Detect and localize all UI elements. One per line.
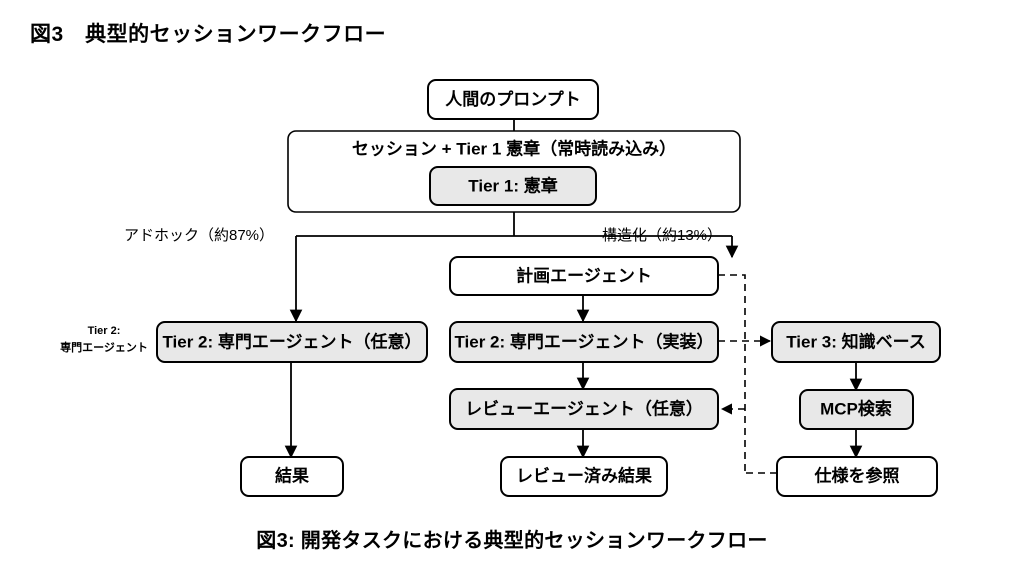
node-tier2-impl-box[interactable] — [449, 321, 719, 363]
node-session-group-label: セッション + Tier 1 憲章（常時読み込み） — [352, 138, 676, 158]
node-tier2-optional[interactable]: Tier 2: 専門エージェント（任意） — [156, 321, 428, 363]
node-reviewed-result[interactable]: レビュー済み結果 — [500, 456, 668, 497]
edge-session-split — [296, 212, 732, 237]
node-mcp-search-label: MCP検索 — [820, 398, 892, 418]
node-planning-agent[interactable]: 計画エージェント — [449, 256, 719, 296]
node-mcp-search-box[interactable] — [799, 389, 914, 430]
node-tier1-charter-box[interactable] — [429, 166, 597, 206]
node-result-box[interactable] — [240, 456, 344, 497]
node-planning-agent-label: 計画エージェント — [516, 265, 652, 285]
node-mcp-search[interactable]: MCP検索 — [799, 389, 914, 430]
node-review-agent-box[interactable] — [449, 388, 719, 430]
edge-label-structured: 構造化（約13%） — [602, 227, 722, 244]
edge-planning-to-spine-dashed — [718, 274, 746, 473]
node-tier3-kb-label: Tier 3: 知識ベース — [786, 331, 926, 351]
figure-caption: 図3: 開発タスクにおける典型的セッションワークフロー — [256, 530, 768, 552]
node-human-prompt[interactable]: 人間のプロンプト — [427, 79, 599, 120]
side-label-tier2-line1: Tier 2: — [88, 325, 121, 337]
node-consult-spec-box[interactable] — [776, 456, 938, 497]
node-tier1-charter[interactable]: Tier 1: 憲章 — [429, 166, 597, 206]
node-tier2-optional-box[interactable] — [156, 321, 428, 363]
node-tier2-impl-label: Tier 2: 専門エージェント（実装） — [454, 331, 713, 351]
node-result[interactable]: 結果 — [240, 456, 344, 497]
page-title: 図3 典型的セッションワークフロー — [30, 23, 387, 46]
node-review-agent-label: レビューエージェント（任意） — [465, 398, 703, 418]
node-human-prompt-label: 人間のプロンプト — [445, 89, 581, 109]
node-reviewed-result-label: レビュー済み結果 — [516, 465, 652, 485]
node-consult-spec-label: 仕様を参照 — [814, 465, 900, 485]
node-reviewed-result-box[interactable] — [500, 456, 668, 497]
edge-label-adhoc: アドホック（約87%） — [124, 227, 274, 244]
side-label-tier2: Tier 2: 専門エージェント — [60, 325, 148, 354]
node-consult-spec[interactable]: 仕様を参照 — [776, 456, 938, 497]
node-result-label: 結果 — [275, 465, 309, 485]
node-tier3-kb-box[interactable] — [771, 321, 941, 363]
node-tier1-charter-label: Tier 1: 憲章 — [468, 175, 557, 195]
side-label-tier2-line2: 専門エージェント — [60, 340, 148, 354]
node-planning-agent-box[interactable] — [449, 256, 719, 296]
node-human-prompt-box[interactable] — [427, 79, 599, 120]
node-tier2-optional-label: Tier 2: 専門エージェント（任意） — [162, 331, 421, 351]
node-tier3-kb[interactable]: Tier 3: 知識ベース — [771, 321, 941, 363]
node-tier2-impl[interactable]: Tier 2: 専門エージェント（実装） — [449, 321, 719, 363]
node-review-agent[interactable]: レビューエージェント（任意） — [449, 388, 719, 430]
